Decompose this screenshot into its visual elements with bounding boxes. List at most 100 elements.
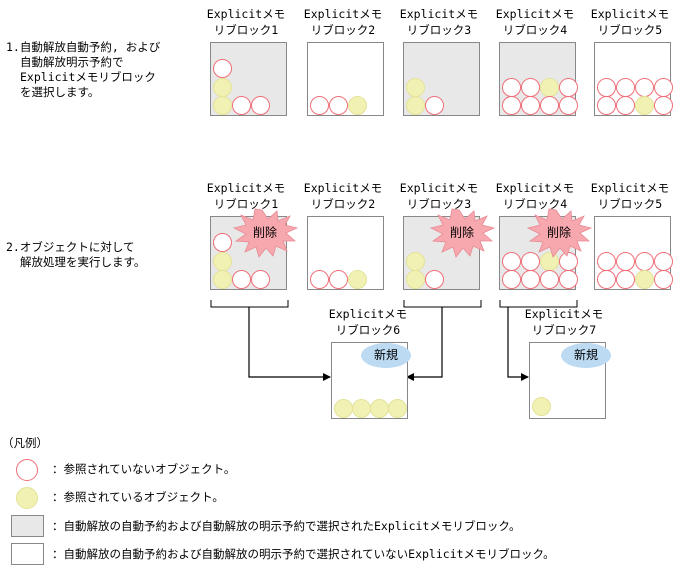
unreferenced-object — [310, 96, 329, 115]
unreferenced-object — [616, 78, 635, 97]
block-4-row2 — [499, 216, 578, 290]
block-4-row1 — [499, 42, 578, 116]
block-5-row2 — [594, 216, 673, 290]
block-4-label-line-1: Explicitメモ — [495, 7, 575, 21]
block-4-label-line-2: リブロック4 — [502, 23, 568, 37]
referenced-object — [406, 78, 425, 97]
unreferenced-object — [502, 96, 521, 115]
step-1-line-2: 自動解放明示予約で — [20, 55, 124, 69]
legend-text-unselected-block: ：自動解放の自動予約および自動解放の明示予約で選択されていないExplicitメ… — [52, 547, 555, 561]
unreferenced-object — [329, 96, 348, 115]
referenced-object — [540, 78, 559, 97]
referenced-object — [348, 270, 367, 289]
unreferenced-object — [559, 78, 578, 97]
block-4-label-row2-line-2: リブロック4 — [502, 197, 568, 211]
legend-red-circle-icon — [16, 459, 38, 481]
unreferenced-object — [616, 252, 635, 271]
block-4-label-row2-line-1: Explicitメモ — [495, 181, 575, 195]
unreferenced-object — [521, 78, 540, 97]
referenced-object — [213, 78, 232, 97]
step-2-line-1: オブジェクトに対して — [19, 240, 135, 254]
new-bubble-block-6: 新規 — [361, 343, 411, 368]
referenced-object — [540, 252, 559, 271]
unreferenced-object — [597, 96, 616, 115]
referenced-object — [334, 399, 353, 418]
unreferenced-object — [521, 96, 540, 115]
legend-yellow-circle-icon — [16, 487, 38, 509]
block-7-label-line-1: Explicitメモ — [524, 307, 604, 321]
block-6-label-line-1: Explicitメモ — [328, 307, 408, 321]
block-7-label: Explicitメモリブロック7 — [514, 306, 614, 338]
unreferenced-object — [310, 270, 329, 289]
unreferenced-object — [425, 96, 444, 115]
legend-white-box-icon — [11, 543, 44, 565]
bracket-block-1 — [210, 300, 289, 308]
referenced-object — [213, 96, 232, 115]
block-2-label-row2-line-2: リブロック2 — [310, 197, 376, 211]
block-3-label-line-2: リブロック3 — [406, 23, 472, 37]
block-1-row2 — [210, 216, 287, 290]
unreferenced-object — [559, 252, 578, 271]
step-1-line-4: を選択します。 — [20, 85, 100, 99]
referenced-object — [635, 96, 654, 115]
referenced-object — [406, 96, 425, 115]
unreferenced-object — [502, 78, 521, 97]
block-2-label-row2: Explicitメモリブロック2 — [293, 180, 393, 212]
step-1-line-3: Explicitメモリブロック — [20, 70, 156, 84]
unreferenced-object — [213, 233, 232, 252]
block-7-label-line-2: リブロック7 — [531, 323, 597, 337]
block-1-label-line-2: リブロック1 — [213, 23, 279, 37]
unreferenced-object — [597, 252, 616, 271]
referenced-object — [352, 399, 371, 418]
step-1-line-1: 自動解放自動予約, および — [19, 40, 161, 54]
legend-text-selected-block: ：自動解放の自動予約および自動解放の明示予約で選択されたExplicitメモリブ… — [52, 519, 521, 533]
unreferenced-object — [521, 252, 540, 271]
block-2-label: Explicitメモリブロック2 — [293, 6, 393, 38]
block-5-label-line-2: リブロック5 — [597, 23, 663, 37]
unreferenced-object — [540, 96, 559, 115]
referenced-object — [406, 270, 425, 289]
block-2-row1 — [307, 42, 384, 116]
unreferenced-object — [232, 96, 251, 115]
unreferenced-object — [654, 96, 673, 115]
step-1-text: 1.自動解放自動予約, および 自動解放明示予約で Explicitメモリブロッ… — [6, 40, 160, 100]
unreferenced-object — [654, 78, 673, 97]
unreferenced-object — [616, 96, 635, 115]
block-3-row2 — [403, 216, 480, 290]
block-2-label-row2-line-1: Explicitメモ — [303, 181, 383, 195]
legend-title: （凡例） — [2, 436, 48, 450]
unreferenced-object — [502, 270, 521, 289]
referenced-object — [406, 252, 425, 271]
referenced-object — [348, 96, 367, 115]
block-5-label-row2-line-1: Explicitメモ — [590, 181, 670, 195]
block-5-label-row2: Explicitメモリブロック5 — [580, 180, 676, 212]
referenced-object — [213, 252, 232, 271]
block-5-label-row2-line-2: リブロック5 — [597, 197, 663, 211]
unreferenced-object — [559, 270, 578, 289]
block-1-label: Explicitメモリブロック1 — [196, 6, 296, 38]
unreferenced-object — [654, 252, 673, 271]
unreferenced-object — [425, 270, 444, 289]
unreferenced-object — [521, 270, 540, 289]
step-2-number: 2. — [6, 240, 20, 254]
unreferenced-object — [616, 270, 635, 289]
step-2-line-2: 解放処理を実行します。 — [20, 255, 146, 269]
legend-gray-box-icon — [11, 515, 44, 537]
block-1-label-line-1: Explicitメモ — [206, 7, 286, 21]
unreferenced-object — [635, 78, 654, 97]
block-4-label-row2: Explicitメモリブロック4 — [485, 180, 585, 212]
block-3-label-line-1: Explicitメモ — [399, 7, 479, 21]
block-5-label: Explicitメモリブロック5 — [580, 6, 676, 38]
unreferenced-object — [540, 270, 559, 289]
unreferenced-object — [502, 252, 521, 271]
step-2-text: 2.オブジェクトに対して 解放処理を実行します。 — [6, 240, 145, 270]
block-6-label-line-2: リブロック6 — [335, 323, 401, 337]
referenced-object — [532, 397, 551, 416]
block-1-label-row2-line-2: リブロック1 — [213, 197, 279, 211]
block-2-label-line-1: Explicitメモ — [303, 7, 383, 21]
referenced-object — [213, 270, 232, 289]
block-6-label: Explicitメモリブロック6 — [318, 306, 418, 338]
unreferenced-object — [635, 252, 654, 271]
block-4-label: Explicitメモリブロック4 — [485, 6, 585, 38]
block-5-label-line-1: Explicitメモ — [590, 7, 670, 21]
